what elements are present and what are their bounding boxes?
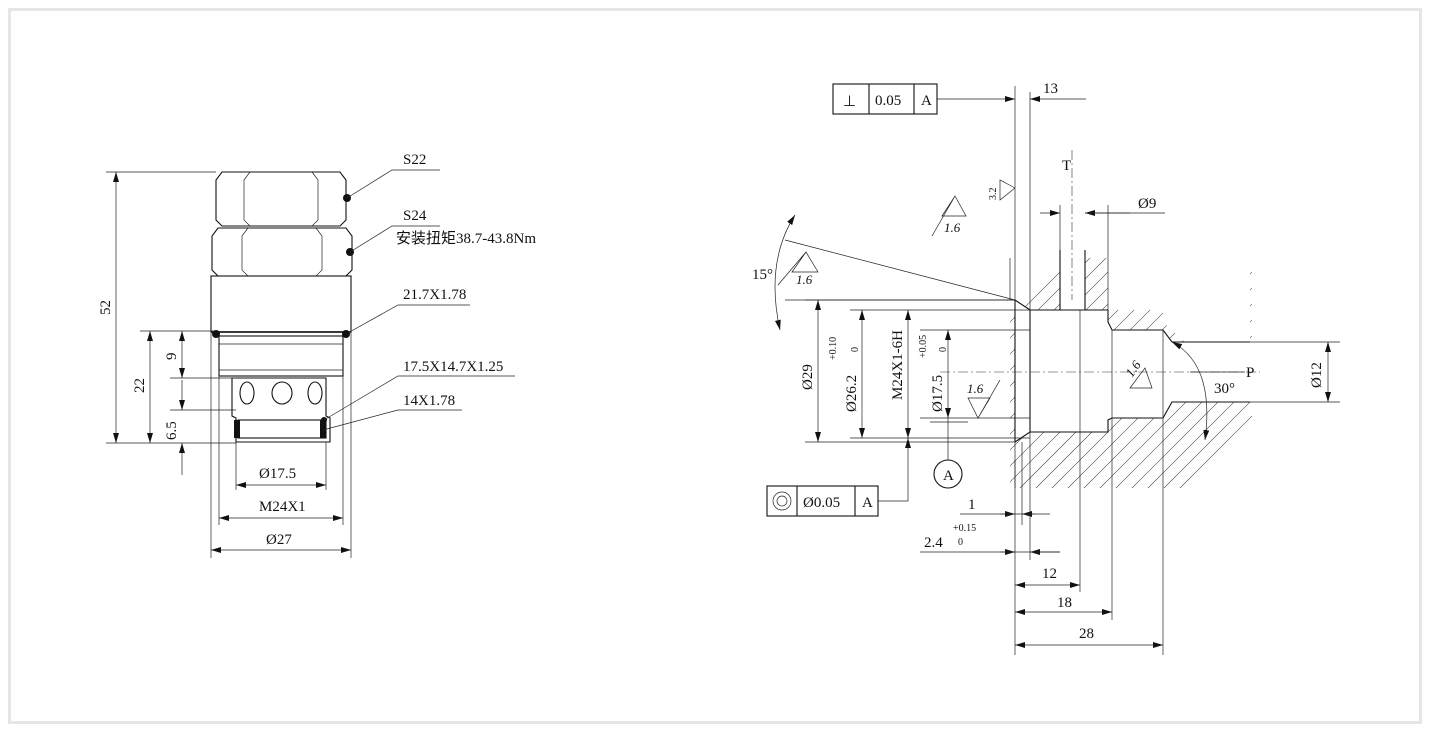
dim-d9: Ø9 <box>1138 196 1156 212</box>
dim-28: 28 <box>1079 626 1094 642</box>
dim-1: 1 <box>968 497 976 513</box>
dim-d29: Ø29 <box>800 364 816 390</box>
port-t: T <box>1062 158 1071 174</box>
hex-nut-s24 <box>211 227 353 277</box>
dim-d17-5: Ø17.5 <box>930 375 946 412</box>
label-oring-17-5: 17.5X14.7X1.25 <box>403 359 503 375</box>
dim-d27: Ø27 <box>266 532 292 548</box>
dim-6-5: 6.5 <box>164 421 180 440</box>
tol-2-4-lo: 0 <box>958 537 963 548</box>
rough-1-6-b: 1.6 <box>796 272 813 287</box>
label-s24: S24 <box>403 208 427 224</box>
cavity-outline <box>1014 299 1250 343</box>
conc-ref: A <box>862 495 873 511</box>
tol-26-2-up: +0.10 <box>828 337 839 360</box>
dim-13: 13 <box>1043 81 1058 97</box>
perp-ref: A <box>921 93 932 109</box>
dim-d12: Ø12 <box>1309 362 1325 388</box>
valve-body <box>210 275 352 333</box>
label-oring-21-7: 21.7X1.78 <box>403 287 466 303</box>
perp-tol: 0.05 <box>875 93 901 109</box>
conc-tol: Ø0.05 <box>803 495 840 511</box>
port-p: P <box>1246 365 1254 381</box>
angle-30: 30° <box>1214 381 1235 397</box>
dim-d17-5: Ø17.5 <box>259 466 296 482</box>
tol-17-5-lo: 0 <box>938 347 949 352</box>
angle-15: 15° <box>752 267 773 283</box>
dim-d26-2: Ø26.2 <box>844 375 860 412</box>
thread-section <box>218 335 344 377</box>
label-torque: 安装扭矩38.7-43.8Nm <box>396 230 536 247</box>
cartridge-valve-view: S22 S24 安装扭矩38.7-43.8Nm 21.7X1.78 17.5X1… <box>98 152 536 558</box>
thread-label: M24X1-6H <box>890 330 906 400</box>
rough-1-6-a: 1.6 <box>944 220 961 235</box>
tol-17-5-up: +0.05 <box>918 335 929 358</box>
label-oring-14: 14X1.78 <box>403 393 455 409</box>
dim-12: 12 <box>1042 566 1057 582</box>
dim-2-4: 2.4 <box>924 535 943 551</box>
dim-22: 22 <box>132 378 148 393</box>
dim-52: 52 <box>98 300 114 315</box>
cavity-section-view: ⊥ 0.05 A 13 T 3.2 1.6 Ø9 15° 1.6 Ø29 <box>752 81 1340 655</box>
datum-a: A <box>943 468 954 484</box>
dim-m24: M24X1 <box>259 499 306 515</box>
perp-symbol: ⊥ <box>843 94 856 110</box>
tol-26-2-lo: 0 <box>850 347 861 352</box>
tol-2-4-up: +0.15 <box>953 523 976 534</box>
dim-9: 9 <box>164 353 180 361</box>
label-s22: S22 <box>403 152 426 168</box>
rough-3-2: 3.2 <box>988 188 999 201</box>
hex-nut-s22 <box>215 171 347 227</box>
dim-18: 18 <box>1057 595 1072 611</box>
rough-1-6-c: 1.6 <box>967 381 984 396</box>
oring-marker <box>212 330 220 338</box>
